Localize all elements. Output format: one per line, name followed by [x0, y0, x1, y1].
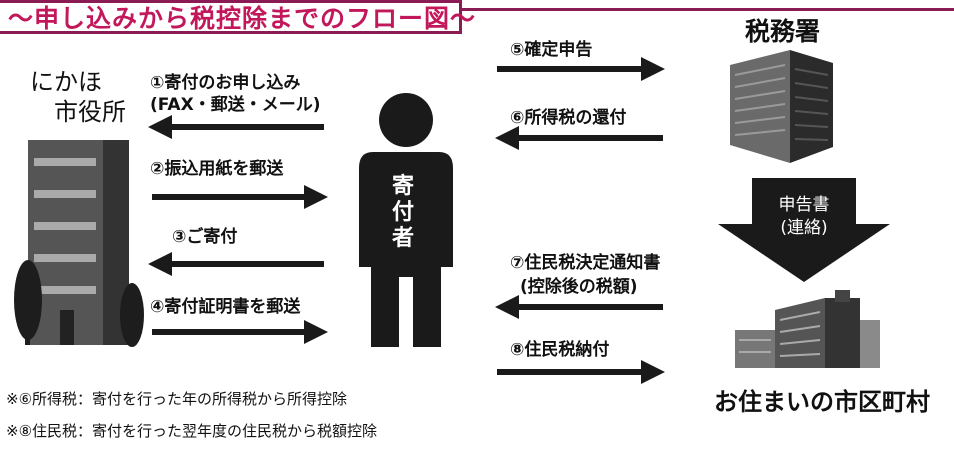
- step7-label-line2: (控除後の税額): [520, 277, 638, 297]
- step4-label: ④寄付証明書を郵送: [150, 297, 301, 317]
- diagram-title: 〜申し込みから税控除までのフロー図〜: [8, 4, 477, 33]
- step3-label: ③ご寄付: [172, 227, 238, 247]
- tax-office-label: 税務署: [745, 17, 821, 46]
- header-rule: [462, 8, 954, 11]
- footnote-resident-tax: ※⑧住民税：寄付を行った翌年度の住民税から税額控除: [6, 422, 378, 440]
- step8-label: ⑧住民税納付: [510, 340, 610, 360]
- step8-arrow-right: [497, 360, 665, 384]
- title-box: 〜申し込みから税控除までのフロー図〜: [0, 0, 475, 34]
- donor-label-2: 付: [392, 199, 415, 225]
- municipality-building-icon: [735, 290, 880, 368]
- city-office-label-line1: にかほ: [30, 68, 102, 96]
- donor-label-3: 者: [392, 225, 415, 251]
- city-office-building-icon: [14, 140, 144, 347]
- step4-arrow-right: [152, 320, 328, 344]
- step2-arrow-right: [152, 185, 328, 209]
- city-office-label-line2: 市役所: [54, 98, 126, 126]
- donor-person-icon: [359, 93, 453, 347]
- down-arrow-label-line1: 申告書: [778, 195, 830, 215]
- donor-label-1: 寄: [392, 173, 415, 199]
- step5-arrow-right: [497, 57, 665, 81]
- step7-label-line1: ⑦住民税決定通知書: [510, 253, 661, 273]
- big-down-arrow: [718, 178, 890, 282]
- step6-arrow-left: [495, 126, 663, 150]
- step1-arrow-left: [148, 115, 324, 139]
- step1-label-line2: (FAX・郵送・メール): [150, 95, 321, 115]
- step2-label: ②振込用紙を郵送: [150, 159, 284, 179]
- step1-label-line1: ①寄付のお申し込み: [150, 73, 301, 93]
- step3-arrow-left: [148, 252, 324, 276]
- municipality-label: お住まいの市区町村: [714, 387, 930, 416]
- step7-arrow-left: [495, 295, 663, 319]
- step6-label: ⑥所得税の還付: [510, 108, 627, 128]
- footnote-income-tax: ※⑥所得税：寄付を行った年の所得税から所得控除: [6, 390, 348, 408]
- down-arrow-label-line2: (連絡): [780, 218, 828, 238]
- tax-office-building-icon: [730, 50, 833, 163]
- step5-label: ⑤確定申告: [510, 40, 593, 60]
